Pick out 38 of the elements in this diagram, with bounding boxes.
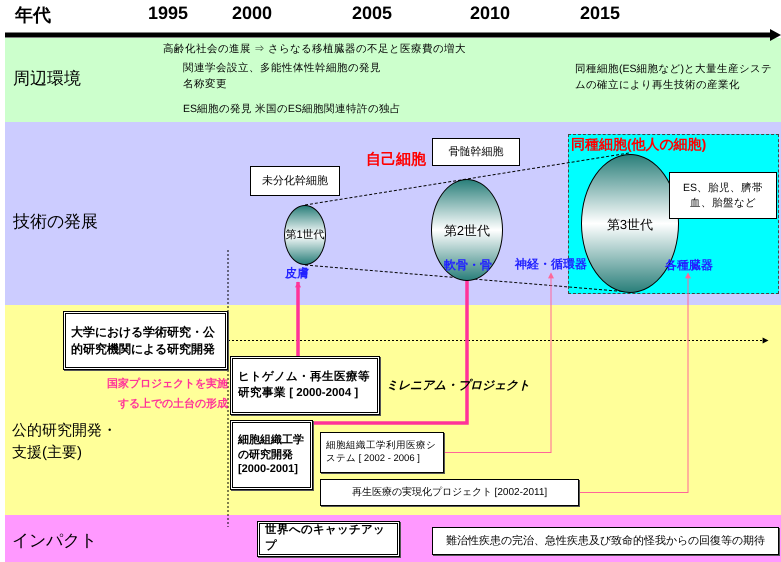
year-label: 2010 (470, 3, 512, 24)
year-label: 2005 (352, 3, 394, 24)
generation-label: 第3世代 (606, 216, 654, 234)
project-box: ヒトゲノム・再生医療等研究事業 [ 2000-2004 ] (230, 356, 380, 415)
text-box: ES、胎児、臍帯血、胎盤など (669, 172, 777, 219)
year-label: 2000 (232, 3, 274, 24)
band-title: 周辺環境 (13, 68, 82, 90)
project-box: 細胞組織工学の研究開発[2000-2001] (230, 420, 313, 490)
generation-label: 第2世代 (442, 222, 492, 240)
band-title: 技術の発展 (13, 211, 99, 233)
text-box: 骨髄幹細胞 (432, 138, 520, 166)
note-text: 国家プロジェクトを実施する上での土台の形成 (106, 376, 228, 412)
group-heading: 同種細胞(他人の細胞) (571, 136, 706, 154)
band-title: 公的研究開発・支援(主要) (12, 421, 118, 463)
band (5, 122, 781, 305)
generation-label: 第1世代 (285, 228, 325, 242)
year-label: 1995 (148, 3, 190, 24)
project-box: 世界へのキャッチアップ (257, 521, 400, 557)
year-label: 2015 (580, 3, 622, 24)
organ-label: 軟骨・骨 (438, 256, 498, 274)
note-text: 多能性体性幹細胞の発見 (260, 61, 382, 76)
project-box: 大学における学術研究・公的研究機関による研究開発 (63, 311, 228, 370)
band (5, 515, 781, 562)
project-box: 再生医療の実現化プロジェクト [2002-2011] (320, 479, 579, 506)
axis-title: 年代 (15, 4, 52, 27)
text-box: 未分化幹細胞 (250, 166, 340, 196)
note-text: 同種細胞(ES細胞など)と大量生産システムの確立により再生技術の産業化 (575, 62, 773, 93)
generation-ellipse (284, 205, 326, 265)
note-text: 関連学会設立、名称変更 (183, 61, 260, 92)
band (5, 305, 781, 515)
note-text: 高齢化社会の進展 ⇒ さらなる移植臓器の不足と医療費の増大 (163, 42, 463, 57)
note-text: ES細胞の発見 米国のES細胞関連特許の独占 (183, 102, 402, 117)
band-title: インパクト (12, 530, 98, 552)
band (5, 38, 781, 122)
organ-label: 皮膚 (283, 265, 311, 282)
project-box: 難治性疾患の完治、急性疾患及び致命的怪我からの回復等の期待 (432, 527, 779, 555)
project-box: 細胞組織工学利用医療システム [ 2002 - 2006 ] (320, 432, 444, 473)
emphasis-label: 自己細胞 (366, 150, 426, 169)
